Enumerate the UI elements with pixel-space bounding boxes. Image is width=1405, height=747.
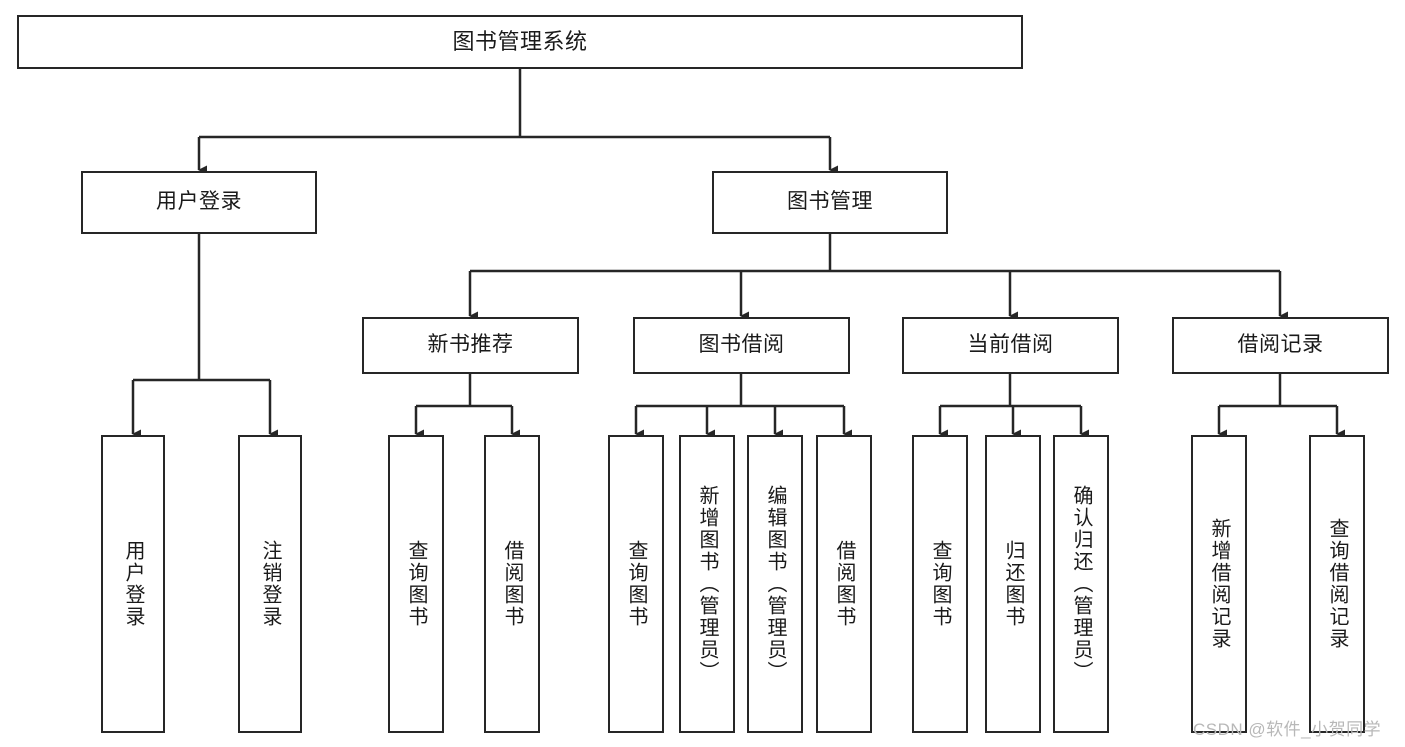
node-label: 查询图书 [405,540,427,628]
node-label: 新增借阅记录 [1208,518,1230,650]
node-leaf-borrow-book-2[interactable]: 借阅图书 [816,435,872,733]
node-label: 新书推荐 [427,333,514,357]
node-label: 借阅记录 [1237,333,1324,357]
node-label: 查询图书 [625,540,647,628]
node-leaf-borrow-book-1[interactable]: 借阅图书 [484,435,540,733]
node-label: 用户登录 [122,540,144,628]
node-root[interactable]: 图书管理系统 [17,15,1023,69]
node-new-book-rec[interactable]: 新书推荐 [362,317,579,374]
node-label: 查询借阅记录 [1326,518,1348,650]
node-label: 确认归还（管理员） [1070,485,1092,683]
node-label: 归还图书 [1002,540,1024,628]
node-leaf-return-book[interactable]: 归还图书 [985,435,1041,733]
node-label: 图书借阅 [698,333,785,357]
node-leaf-confirm-return[interactable]: 确认归还（管理员） [1053,435,1109,733]
node-leaf-add-record[interactable]: 新增借阅记录 [1191,435,1247,733]
node-leaf-logout[interactable]: 注销登录 [238,435,302,733]
node-label: 查询图书 [929,540,951,628]
node-leaf-query-record[interactable]: 查询借阅记录 [1309,435,1365,733]
node-label: 当前借阅 [967,333,1054,357]
node-book-manage[interactable]: 图书管理 [712,171,948,234]
node-leaf-edit-book[interactable]: 编辑图书（管理员） [747,435,803,733]
node-leaf-query-book-2[interactable]: 查询图书 [608,435,664,733]
node-leaf-query-book-3[interactable]: 查询图书 [912,435,968,733]
node-borrow-record[interactable]: 借阅记录 [1172,317,1389,374]
node-label: 借阅图书 [501,540,523,628]
node-label: 新增图书（管理员） [696,485,718,683]
node-leaf-query-book-1[interactable]: 查询图书 [388,435,444,733]
node-current-borrow[interactable]: 当前借阅 [902,317,1119,374]
node-label: 图书管理 [787,190,873,214]
edge-lines [131,69,1345,439]
node-leaf-add-book[interactable]: 新增图书（管理员） [679,435,735,733]
node-book-borrow[interactable]: 图书借阅 [633,317,850,374]
node-label: 图书管理系统 [452,29,588,55]
node-leaf-user-login[interactable]: 用户登录 [101,435,165,733]
node-label: 注销登录 [259,540,281,628]
watermark-text: CSDN @软件_小贺同学 [1193,720,1382,739]
node-label: 用户登录 [156,190,242,214]
node-label: 编辑图书（管理员） [764,485,786,683]
node-label: 借阅图书 [833,540,855,628]
node-user-login[interactable]: 用户登录 [81,171,317,234]
